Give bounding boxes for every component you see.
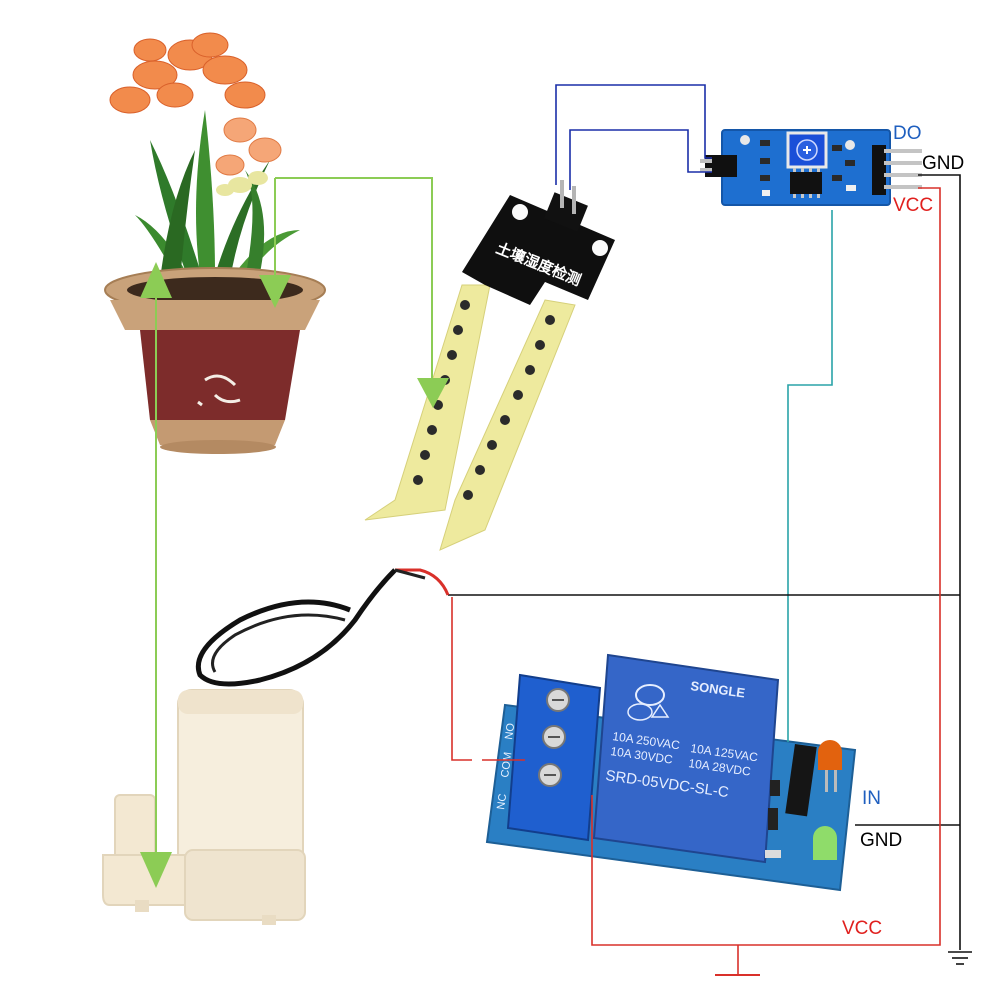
terminal-com-label: COM [499, 751, 514, 778]
supply-vcc-label: VCC [842, 918, 882, 939]
wire-probe-b [569, 129, 712, 190]
relay-gnd-label: GND [860, 830, 902, 851]
water-flow [155, 177, 433, 858]
arrow-down-icon [417, 378, 449, 408]
water-pump [102, 568, 397, 925]
wires [394, 84, 961, 976]
flow-arrows [140, 262, 449, 888]
soil-moisture-probe: 土壤湿度检测 [364, 180, 615, 551]
wire-signal [787, 210, 833, 742]
wire-sensor-vcc [591, 187, 941, 946]
sensor-vcc-label: VCC [893, 195, 933, 216]
sensor-gnd-label: GND [922, 153, 964, 174]
wire-pump-vcc [451, 597, 472, 761]
flow-line-plant-to-probe [275, 177, 433, 385]
relay-in-label: IN [862, 788, 881, 809]
arrow-down-icon [140, 852, 172, 888]
potted-plant [104, 32, 326, 454]
terminal-nc-label: NC [495, 793, 509, 810]
moisture-sensor-module [700, 129, 922, 206]
sensor-do-label: DO [893, 123, 922, 144]
wire-sensor-gnd [918, 174, 961, 950]
ground-symbol-icon [948, 951, 972, 965]
arrow-down-icon [259, 275, 291, 308]
terminal-no-label: NO [503, 722, 517, 740]
wire-probe-a [555, 84, 712, 185]
arrow-up-icon [140, 262, 172, 298]
relay-module: NO COM NC SONGLE 10A 250VAC 10A 30VDC 10… [485, 653, 857, 892]
pin-labels: DO GND VCC IN GND VCC [842, 123, 964, 939]
